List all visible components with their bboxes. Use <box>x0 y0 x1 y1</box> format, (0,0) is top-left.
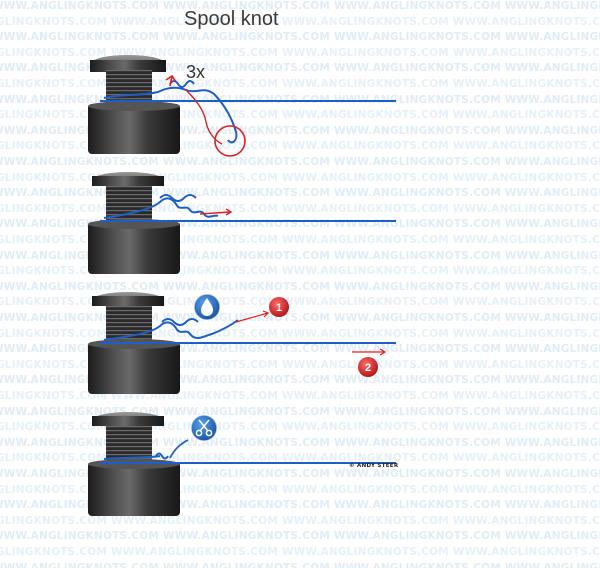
watermark-text: WWW.ANGLINGKNOTS.COM WWW.ANGLINGKNOTS.CO… <box>0 0 600 12</box>
fishing-line-2 <box>100 194 396 222</box>
step-1 <box>88 55 396 157</box>
watermark-text: WWW.ANGLINGKNOTS.COM WWW.ANGLINGKNOTS.CO… <box>0 46 600 59</box>
pull-arrow-2b <box>352 348 387 356</box>
watermark-text: WWW.ANGLINGKNOTS.COM WWW.ANGLINGKNOTS.CO… <box>0 15 600 28</box>
turns-label: 3x <box>186 62 206 82</box>
step-badge-1: 1 <box>269 297 289 317</box>
spool-4 <box>88 412 180 516</box>
badge-1-label: 1 <box>276 302 282 314</box>
step-4 <box>88 412 396 516</box>
fishing-line-1 <box>100 80 396 144</box>
watermark-text: WWW.ANGLINGKNOTS.COM WWW.ANGLINGKNOTS.CO… <box>0 156 600 168</box>
pull-arrow-1 <box>235 310 270 323</box>
badge-2-label: 2 <box>365 362 371 374</box>
step-2 <box>88 172 396 274</box>
step-3: 1 2 <box>88 292 396 394</box>
fishing-line-3 <box>100 318 396 344</box>
watermark-text: WWW.ANGLINGKNOTS.COM WWW.ANGLINGKNOTS.CO… <box>0 546 600 558</box>
copyright-text: © ANDY STEER <box>349 463 399 469</box>
scissors-icon <box>190 414 218 442</box>
spool-1 <box>88 55 180 154</box>
watermark-text: WWW.ANGLINGKNOTS.COM WWW.ANGLINGKNOTS.CO… <box>0 31 600 44</box>
watermark-text: WWW.ANGLINGKNOTS.COM WWW.ANGLINGKNOTS.CO… <box>0 514 600 527</box>
tag-end-path-1 <box>165 74 246 157</box>
fishing-line-4 <box>100 439 396 464</box>
pull-arrow-2 <box>199 208 233 216</box>
watermark-text: WWW.ANGLINGKNOTS.COM WWW.ANGLINGKNOTS.CO… <box>0 530 600 543</box>
spool-2 <box>88 172 180 274</box>
watermark-text: WWW.ANGLINGKNOTS.COM WWW.ANGLINGKNOTS.CO… <box>0 561 600 568</box>
diagram-title: Spool knot <box>184 8 279 30</box>
step-badge-2: 2 <box>358 357 378 377</box>
water-drop-icon <box>193 293 221 321</box>
highlight-circle <box>214 125 246 157</box>
watermark-text: WWW.ANGLINGKNOTS.COM WWW.ANGLINGKNOTS.CO… <box>0 280 600 293</box>
